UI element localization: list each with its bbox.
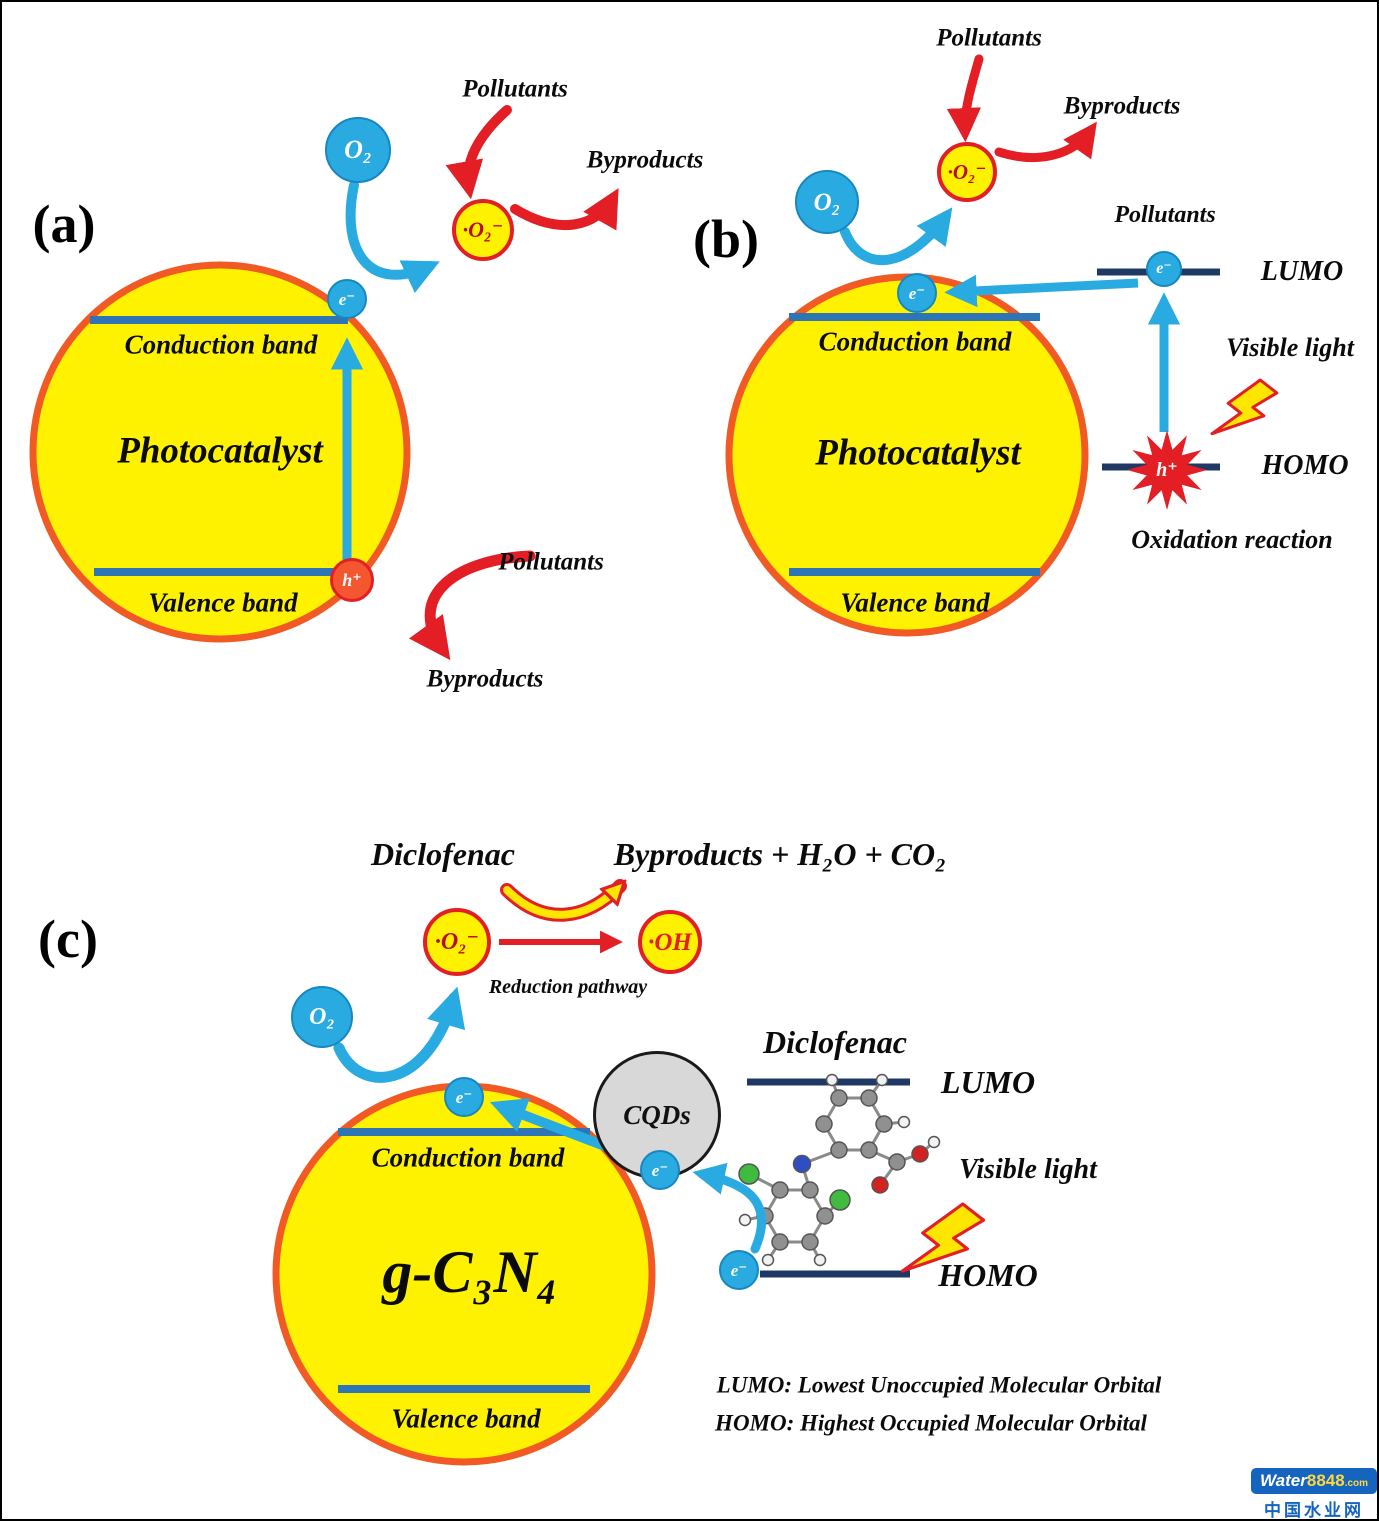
hole-starburst-b — [1127, 430, 1207, 510]
watermark-number: 8848 — [1306, 1471, 1345, 1490]
electron-node-cb-b: e⁻ — [897, 273, 937, 313]
o2-to-superoxide-arrow-b — [840, 207, 953, 266]
byproducts-arrow-top-a — [510, 188, 619, 231]
hole-node-a: h⁺ — [330, 558, 374, 602]
watermark-brand: Water — [1259, 1471, 1307, 1490]
diclofenac-right-label-c: Diclofenac — [763, 1024, 907, 1060]
electron-node-cb-c: e⁻ — [444, 1077, 484, 1117]
panel-a-label: (a) — [32, 194, 96, 254]
hole-label-b: h⁺ — [1156, 459, 1178, 481]
degradation-arrow-c — [503, 886, 620, 919]
watermark-chinese: 中国水业网 — [1264, 1501, 1364, 1520]
byproducts-top-label-b: Byproducts — [1063, 92, 1181, 120]
panel-c-shapes — [272, 886, 986, 1466]
panel-a-shapes — [29, 105, 619, 661]
legend-lumo: LUMO: Lowest Unoccupied Molecular Orbita… — [716, 1372, 1162, 1398]
valence-band-label-a: Valence band — [148, 587, 298, 618]
panel-b-label: (b) — [693, 209, 759, 269]
superoxide-node-c: ·O₂⁻ — [423, 908, 491, 976]
oxidation-arrow-bottom-a — [408, 550, 536, 661]
hydroxyl-node-c: ·OH — [638, 910, 702, 974]
diclofenac-molecule — [738, 1073, 941, 1267]
valence-band-label-b: Valence band — [840, 587, 990, 618]
watermark-suffix: .com — [1344, 1478, 1369, 1489]
o2-to-superoxide-arrow-c — [333, 986, 466, 1083]
pollutants-arrow-top-a — [445, 105, 512, 200]
conduction-band-label-b: Conduction band — [818, 326, 1012, 357]
superoxide-node-b: ·O₂⁻ — [937, 142, 997, 202]
oxidation-reaction-label-b: Oxidation reaction — [1131, 525, 1333, 554]
electron-transfer-arrow-b — [944, 274, 1139, 308]
lumo-label-c: LUMO — [940, 1064, 1036, 1100]
o2-node-c: O₂ — [291, 986, 353, 1048]
byproducts-bottom-label-a: Byproducts — [426, 665, 544, 693]
pollutants-top-label-b: Pollutants — [936, 24, 1042, 52]
electron-node-lumo-b: e⁻ — [1146, 251, 1182, 287]
reduction-pathway-label-c: Reduction pathway — [488, 976, 648, 998]
valence-band-label-c: Valence band — [391, 1403, 541, 1434]
photocatalyst-label-b: Photocatalyst — [815, 432, 1021, 474]
lightning-bolt-b — [1210, 378, 1279, 436]
lightning-bolt-c — [900, 1202, 986, 1273]
byproducts-equation-label-c: Byproducts + H₂O + CO₂ — [613, 836, 947, 872]
legend-homo: HOMO: Highest Occupied Molecular Orbital — [715, 1410, 1147, 1436]
visible-light-label-b: Visible light — [1226, 333, 1354, 362]
photocatalyst-circle-a — [29, 261, 411, 643]
pollutants-lumo-label-b: Pollutants — [1114, 202, 1216, 228]
conduction-band-label-c: Conduction band — [371, 1142, 565, 1173]
lumo-label-b: LUMO — [1260, 256, 1344, 287]
homo-to-cqd-arrow-c — [692, 1162, 766, 1254]
pollutants-bottom-label-a: Pollutants — [498, 548, 604, 576]
photocatalyst-label-a: Photocatalyst — [117, 430, 323, 472]
homo-label-b: HOMO — [1261, 450, 1349, 481]
visible-light-label-c: Visible light — [959, 1154, 1097, 1185]
homo-label-c: HOMO — [938, 1257, 1038, 1293]
o2-to-superoxide-arrow-a — [345, 180, 440, 293]
byproducts-top-label-a: Byproducts — [586, 146, 704, 174]
pollutants-arrow-top-b — [946, 54, 984, 143]
o2-node-a: O₂ — [325, 117, 391, 183]
panel-c-label: (c) — [38, 909, 98, 969]
pollutants-top-label-a: Pollutants — [462, 75, 568, 103]
gc3n4-label-c: g-C₃N₄ — [382, 1239, 558, 1305]
superoxide-node-a: ·O₂⁻ — [452, 199, 514, 261]
byproducts-arrow-top-b — [994, 121, 1097, 163]
o2-node-b: O₂ — [795, 170, 859, 234]
electron-node-homo-c: e⁻ — [719, 1250, 759, 1290]
electron-node-cqd-c: e⁻ — [640, 1150, 680, 1190]
conduction-band-label-a: Conduction band — [124, 329, 318, 360]
electron-node-a: e⁻ — [327, 279, 367, 319]
diclofenac-top-label-c: Diclofenac — [371, 836, 515, 872]
